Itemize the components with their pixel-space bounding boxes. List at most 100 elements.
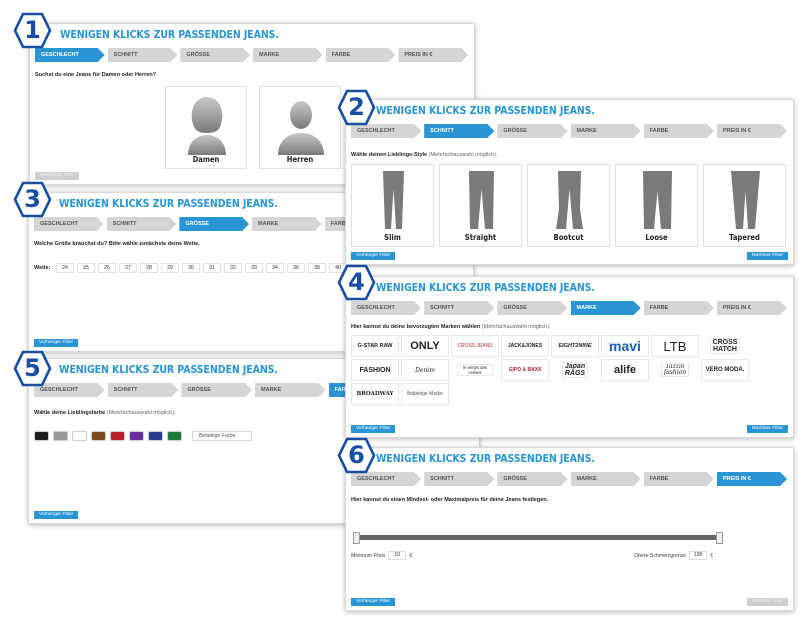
size-option[interactable]: 34 — [266, 263, 284, 273]
prev-filter-button[interactable]: Vorheriger Filter — [34, 339, 79, 347]
style-tapered[interactable]: Tapered — [703, 164, 786, 247]
brand-le-temps-des-cerises[interactable]: le temps des cerises — [457, 364, 493, 376]
brand-jack-jones[interactable]: JACK&JONES — [501, 335, 549, 357]
color-swatch-blue[interactable] — [148, 431, 163, 441]
step-price[interactable]: PREIS IN € — [398, 48, 468, 62]
step-gender[interactable]: GESCHLECHT — [351, 301, 421, 315]
min-price-handle[interactable] — [353, 532, 360, 544]
size-option[interactable]: 27 — [119, 263, 137, 273]
step-color[interactable]: FARBE — [644, 301, 714, 315]
step-brand[interactable]: MARKE — [571, 124, 641, 138]
step-color[interactable]: FARBE — [326, 48, 396, 62]
style-loose[interactable]: Loose — [615, 164, 698, 247]
brand-cross-hatch[interactable]: CROSS HATCH — [710, 338, 740, 354]
step-color[interactable]: FARBE — [644, 472, 714, 486]
min-price-input[interactable]: 10 — [388, 551, 407, 560]
question-text: Hier kannst du deine bevorzugten Marken … — [351, 324, 481, 330]
brand-denim[interactable]: Denim — [401, 359, 449, 381]
size-option[interactable]: 24 — [56, 263, 74, 273]
step-cut[interactable]: SCHNITT — [424, 124, 494, 138]
size-option[interactable]: 36 — [287, 263, 305, 273]
style-bootcut[interactable]: Bootcut — [527, 164, 610, 247]
next-filter-button[interactable]: Nächster Filter — [746, 425, 788, 433]
step-brand[interactable]: MARKE — [571, 301, 641, 315]
brand-gipo-baxx[interactable]: GIPO & BAXX — [501, 359, 549, 381]
size-option[interactable]: 31 — [203, 263, 221, 273]
size-option[interactable]: 29 — [161, 263, 179, 273]
step-gender[interactable]: GESCHLECHT — [351, 124, 421, 138]
brand-ltb[interactable]: LTB — [651, 335, 699, 357]
brand-mavi[interactable]: mavi — [601, 335, 649, 357]
size-option[interactable]: 26 — [98, 263, 116, 273]
style-slim[interactable]: Slim — [351, 164, 434, 247]
brand-japan-rags[interactable]: Japan RAGS — [562, 362, 588, 378]
step-size[interactable]: GRÖSSE — [181, 383, 252, 397]
step-gender[interactable]: GESCHLECHT — [34, 217, 104, 231]
next-filter-button[interactable]: Nächster Filter — [746, 252, 788, 260]
color-swatch-black[interactable] — [34, 431, 49, 441]
color-swatch-purple[interactable] — [129, 431, 144, 441]
step-gender[interactable]: GESCHLECHT — [34, 383, 105, 397]
size-option[interactable]: 25 — [77, 263, 95, 273]
option-men[interactable]: Herren — [259, 86, 341, 169]
step-brand[interactable]: MARKE — [571, 472, 641, 486]
step-cut[interactable]: SCHNITT — [108, 383, 179, 397]
step-size[interactable]: GRÖSSE — [179, 217, 249, 231]
step-size[interactable]: GRÖSSE — [497, 124, 567, 138]
step-price[interactable]: PREIS IN € — [717, 124, 787, 138]
prev-filter-button[interactable]: Vorheriger Filter — [351, 598, 396, 606]
price-range-slider[interactable] — [353, 532, 723, 544]
color-swatch-red[interactable] — [110, 431, 125, 441]
brand-vero-moda[interactable]: VERO MODA. — [701, 359, 749, 381]
brand-cross-jeans[interactable]: CROSS JEANS — [451, 335, 499, 357]
max-price-label: Obere Schmerzgrenze — [634, 552, 687, 559]
prev-filter-button[interactable]: Vorheriger Filter — [34, 511, 79, 519]
hexagon-icon — [13, 350, 52, 387]
next-filter-button[interactable]: Nächster Filter — [746, 598, 788, 606]
color-swatch-grey[interactable] — [53, 431, 68, 441]
step-cut[interactable]: SCHNITT — [108, 48, 178, 62]
step-size[interactable]: GRÖSSE — [180, 48, 250, 62]
size-option[interactable]: 32 — [224, 263, 242, 273]
prev-filter-button[interactable]: Vorheriger Filter — [35, 172, 80, 180]
step-size[interactable]: GRÖSSE — [497, 301, 567, 315]
step-cut[interactable]: SCHNITT — [107, 217, 177, 231]
style-straight[interactable]: Straight — [439, 164, 522, 247]
prev-filter-button[interactable]: Vorheriger Filter — [351, 425, 396, 433]
step-price[interactable]: PREIS IN € — [717, 472, 787, 486]
max-price-handle[interactable] — [716, 532, 723, 544]
any-color-option[interactable]: Beliebige Farbe — [192, 431, 252, 441]
brand-broadway[interactable]: BROADWAY — [351, 383, 399, 405]
option-women[interactable]: Damen — [165, 86, 247, 169]
brand-tazzio[interactable]: Tazzio fashion — [661, 363, 689, 377]
size-option[interactable]: 30 — [182, 263, 200, 273]
color-swatch-white[interactable] — [72, 431, 87, 441]
step-gender[interactable]: GESCHLECHT — [35, 48, 105, 62]
any-brand-option[interactable]: Beliebige Marke — [401, 383, 449, 405]
color-swatch-green[interactable] — [167, 431, 182, 441]
step-brand[interactable]: MARKE — [253, 48, 323, 62]
step-color[interactable]: FARBE — [644, 124, 714, 138]
min-price-label: Minimum Preis — [351, 552, 386, 559]
step-cut[interactable]: SCHNITT — [424, 301, 494, 315]
step-brand[interactable]: MARKE — [252, 217, 322, 231]
size-option[interactable]: 38 — [308, 263, 326, 273]
step-cut[interactable]: SCHNITT — [424, 472, 494, 486]
brand-alife[interactable]: alife — [601, 359, 649, 381]
straight-jeans-icon — [469, 171, 494, 229]
step-brand[interactable]: MARKE — [255, 383, 326, 397]
step-size[interactable]: GRÖSSE — [497, 472, 567, 486]
headline: WENIGEN KLICKS ZUR PASSENDEN JEANS. — [60, 29, 279, 41]
brand-fashion[interactable]: FASHION — [351, 359, 399, 381]
size-option[interactable]: 33 — [245, 263, 263, 273]
brand-gstar[interactable]: G-STAR RAW — [351, 335, 399, 357]
color-swatch-brown[interactable] — [91, 431, 106, 441]
prev-filter-button[interactable]: Vorheriger Filter — [351, 252, 396, 260]
brand-eight2nine[interactable]: EIGHT2NINE — [551, 335, 599, 357]
step-gender[interactable]: GESCHLECHT — [351, 472, 421, 486]
brand-only[interactable]: ONLY — [401, 335, 449, 357]
size-option[interactable]: 28 — [140, 263, 158, 273]
style-label: Loose — [645, 233, 668, 242]
max-price-input[interactable]: 190 — [689, 551, 708, 560]
step-price[interactable]: PREIS IN € — [717, 301, 787, 315]
